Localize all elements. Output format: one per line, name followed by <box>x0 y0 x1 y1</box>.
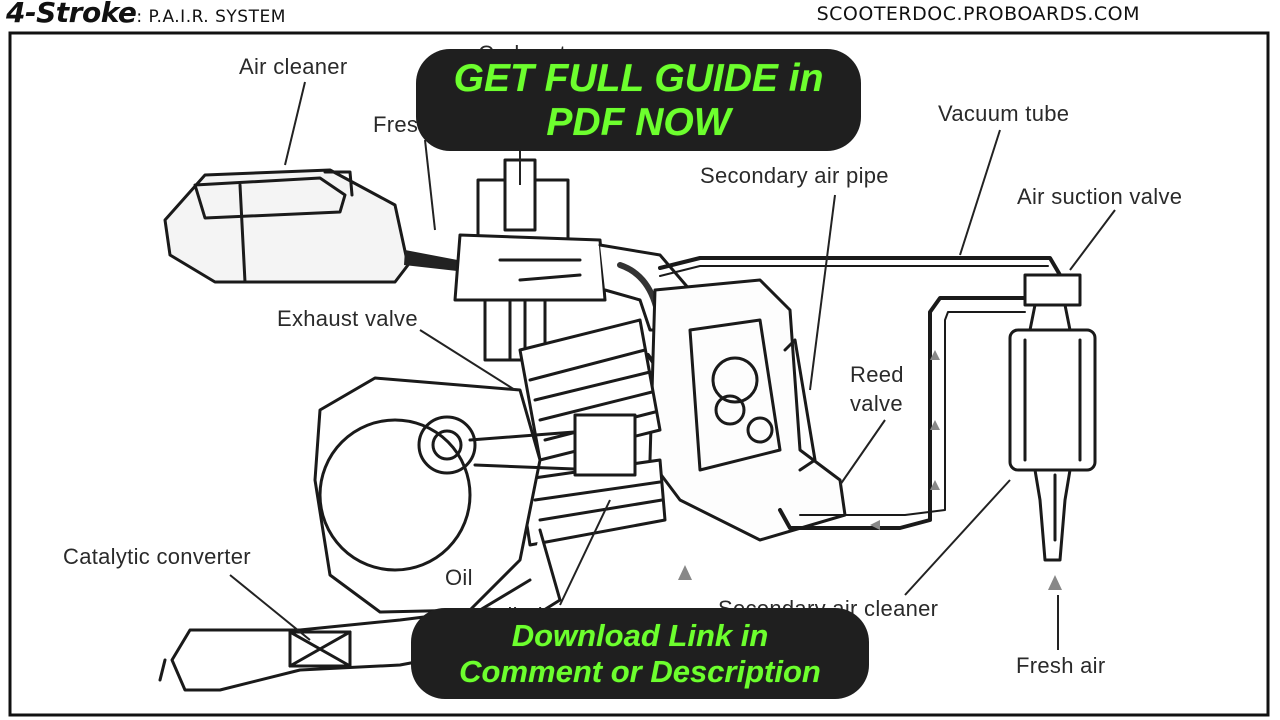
download-line1: Download Link in <box>511 617 769 653</box>
air-cleaner-part <box>163 168 410 284</box>
source-site: SCOOTERDOC.PROBOARDS.COM <box>816 3 1140 25</box>
leader-exhaust-valve <box>419 329 516 391</box>
leader-air-suction-valve <box>1069 209 1116 271</box>
label-reed-valve-line2: valve <box>850 391 903 416</box>
vacuum-tube <box>658 256 1062 277</box>
leader-reed-valve <box>839 419 886 486</box>
label-fresh-air-bottom: Fresh air <box>1016 653 1106 678</box>
label-oil: Oil <box>445 565 473 590</box>
leader-fresh-air-top <box>424 139 436 231</box>
label-exhaust-valve: Exhaust valve <box>277 306 418 331</box>
label-vacuum-tube: Vacuum tube <box>938 101 1070 126</box>
carburetor-part <box>453 158 607 362</box>
get-guide-line1: GET FULL GUIDE in <box>453 57 824 100</box>
leader-secondary-air-pipe <box>809 194 836 391</box>
cylinder-head-part <box>648 278 847 542</box>
leader-air-cleaner <box>284 81 306 166</box>
get-guide-line2: PDF NOW <box>546 101 731 144</box>
diagram-frame <box>8 31 1270 717</box>
label-secondary-air-pipe: Secondary air pipe <box>700 163 889 188</box>
label-air-cleaner: Air cleaner <box>239 54 348 79</box>
secondary-air-pipe <box>778 296 1032 530</box>
air-suction-valve-part <box>1008 273 1097 562</box>
crankcase-part <box>313 376 637 614</box>
leader-cylinder <box>559 499 611 606</box>
title-stroke: 4-Stroke <box>6 0 137 29</box>
diagram-title: 4-Stroke: P.A.I.R. SYSTEM <box>6 0 286 29</box>
leader-catalytic-converter <box>229 574 311 641</box>
download-link-banner[interactable]: Download Link in Comment or Description <box>411 608 869 699</box>
leader-secondary-air-cleaner <box>904 479 1011 596</box>
get-guide-banner[interactable]: GET FULL GUIDE in PDF NOW <box>416 49 861 151</box>
download-line2: Comment or Description <box>459 653 821 689</box>
label-air-suction-valve: Air suction valve <box>1017 184 1183 209</box>
label-catalytic-converter: Catalytic converter <box>63 544 251 569</box>
label-reed-valve-line1: Reed <box>850 362 904 387</box>
leader-vacuum-tube <box>959 129 1001 256</box>
title-system: : P.A.I.R. SYSTEM <box>136 7 286 27</box>
